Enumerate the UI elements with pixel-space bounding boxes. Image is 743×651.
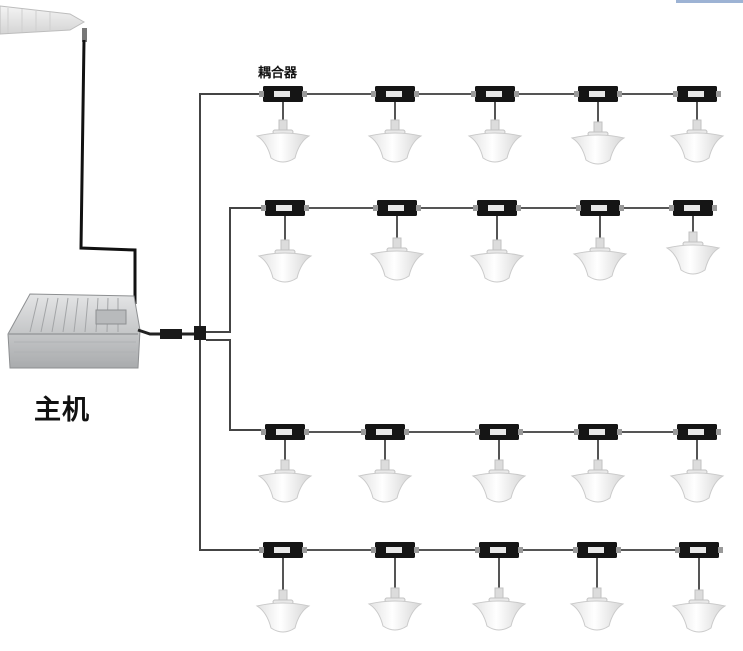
ceiling-antenna-icon [665, 244, 721, 275]
coupler-port [574, 91, 579, 97]
coupler-sticker [486, 91, 502, 97]
ceiling-antenna-icon [367, 132, 423, 163]
coupler-port [373, 205, 378, 211]
ceiling-antenna-icon [357, 472, 413, 503]
coupler-sticker [386, 547, 402, 553]
coupler-port [712, 205, 717, 211]
coupler-port [473, 205, 478, 211]
ceiling-antenna-icon [570, 134, 626, 165]
connector [160, 329, 182, 339]
coupler-port [259, 547, 264, 553]
corner-accent [676, 0, 743, 3]
coupler-port [716, 91, 721, 97]
ceiling-antenna-icon [569, 600, 625, 631]
coupler-port [516, 205, 521, 211]
coupler-port [669, 205, 674, 211]
coupler-port [371, 91, 376, 97]
coupler-port [675, 547, 680, 553]
coupler-port [716, 429, 721, 435]
coupler-port [573, 547, 578, 553]
coupler-port [416, 205, 421, 211]
ceiling-antenna-icon [669, 132, 725, 163]
ceiling-antenna-icon [467, 132, 523, 163]
coupler-sticker [684, 205, 700, 211]
coupler-sticker [688, 91, 704, 97]
coupler-port [414, 91, 419, 97]
ceiling-antenna-icon [255, 132, 311, 163]
ceiling-antenna-icon [255, 602, 311, 633]
coupler-sticker [490, 429, 506, 435]
coupler-port [304, 429, 309, 435]
donor-antenna-icon [0, 5, 87, 42]
coupler-port [302, 547, 307, 553]
ceiling-antenna-icon [471, 472, 527, 503]
coupler-sticker [688, 429, 704, 435]
ceiling-antenna-icon [369, 250, 425, 281]
coupler-port [673, 91, 678, 97]
coupler-port [617, 429, 622, 435]
coupler-port [574, 429, 579, 435]
coupler-port [361, 429, 366, 435]
coupler-port [616, 547, 621, 553]
coupler-sticker [488, 205, 504, 211]
coupler-sticker [274, 91, 290, 97]
splitter-icon [194, 326, 206, 340]
coupler-port [518, 429, 523, 435]
coupler-sticker [588, 547, 604, 553]
coupler-sticker [276, 429, 292, 435]
coupler-port [475, 547, 480, 553]
coupler-port [261, 429, 266, 435]
coupler-sticker [490, 547, 506, 553]
ceiling-antenna-icon [469, 252, 525, 283]
ceiling-antenna-icon [572, 250, 628, 281]
feeder-cable [79, 39, 137, 304]
ceiling-antenna-icon [367, 600, 423, 631]
coupler-sticker [388, 205, 404, 211]
coupler-port [718, 547, 723, 553]
coupler-sticker [274, 547, 290, 553]
coupler-port [371, 547, 376, 553]
ceiling-antenna-icon [570, 472, 626, 503]
host-unit-icon [7, 293, 141, 369]
coupler-port [617, 91, 622, 97]
coupler-label: 耦合器 [258, 66, 298, 81]
ceiling-antenna-icon [471, 600, 527, 631]
coupler-sticker [386, 91, 402, 97]
ceiling-antenna-icon [257, 252, 313, 283]
coupler-sticker [276, 205, 292, 211]
ceiling-antenna-icon [669, 472, 725, 503]
coupler-port [261, 205, 266, 211]
coupler-port [514, 91, 519, 97]
coupler-sticker [589, 429, 605, 435]
coupler-port [576, 205, 581, 211]
coupler-sticker [376, 429, 392, 435]
ceiling-antenna-icon [257, 472, 313, 503]
coupler-port [259, 91, 264, 97]
coupler-port [302, 91, 307, 97]
coupler-port [404, 429, 409, 435]
coupler-sticker [591, 205, 607, 211]
coupler-sticker [589, 91, 605, 97]
host-label: 主机 [34, 395, 90, 426]
coupler-port [619, 205, 624, 211]
coupler-port [475, 429, 480, 435]
coupler-port [518, 547, 523, 553]
trunk-cables [199, 93, 265, 551]
coupler-port [304, 205, 309, 211]
ceiling-antenna-icon [671, 602, 727, 633]
coupler-port [471, 91, 476, 97]
coupler-port [673, 429, 678, 435]
coupler-port [414, 547, 419, 553]
coupler-sticker [690, 547, 706, 553]
